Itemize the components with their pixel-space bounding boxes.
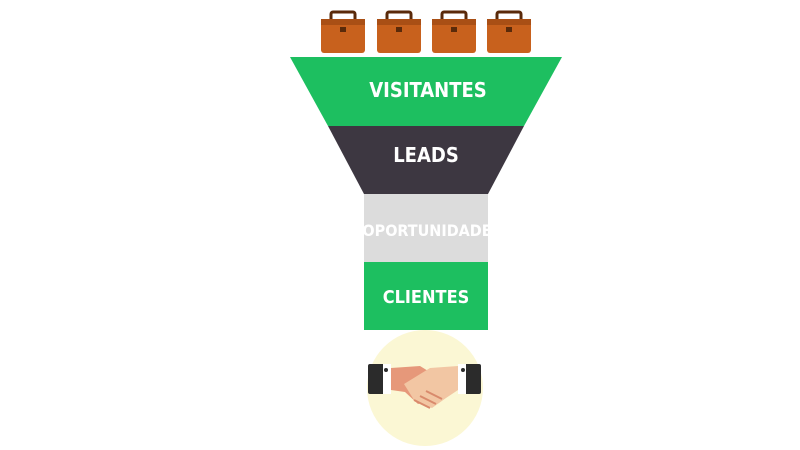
funnel-stage-visitantes: VISITANTES: [290, 57, 562, 126]
stage-label-clientes: CLIENTES: [383, 287, 470, 308]
briefcase-icon: [321, 10, 365, 53]
funnel-stage-clientes: CLIENTES: [364, 262, 488, 330]
stage-label-oportunidade: OPORTUNIDADE: [362, 221, 491, 240]
briefcase-icon: [432, 10, 476, 53]
briefcase-icon: [487, 10, 531, 53]
briefcase-icon: [377, 10, 421, 53]
funnel-stage-oportunidade: OPORTUNIDADE: [362, 194, 492, 262]
funnel-stage-leads: LEADS: [328, 126, 524, 194]
briefcase-row: [321, 10, 531, 53]
stage-label-visitantes: VISITANTES: [369, 78, 487, 102]
stage-label-leads: LEADS: [393, 143, 459, 167]
handshake-icon: [367, 330, 483, 446]
